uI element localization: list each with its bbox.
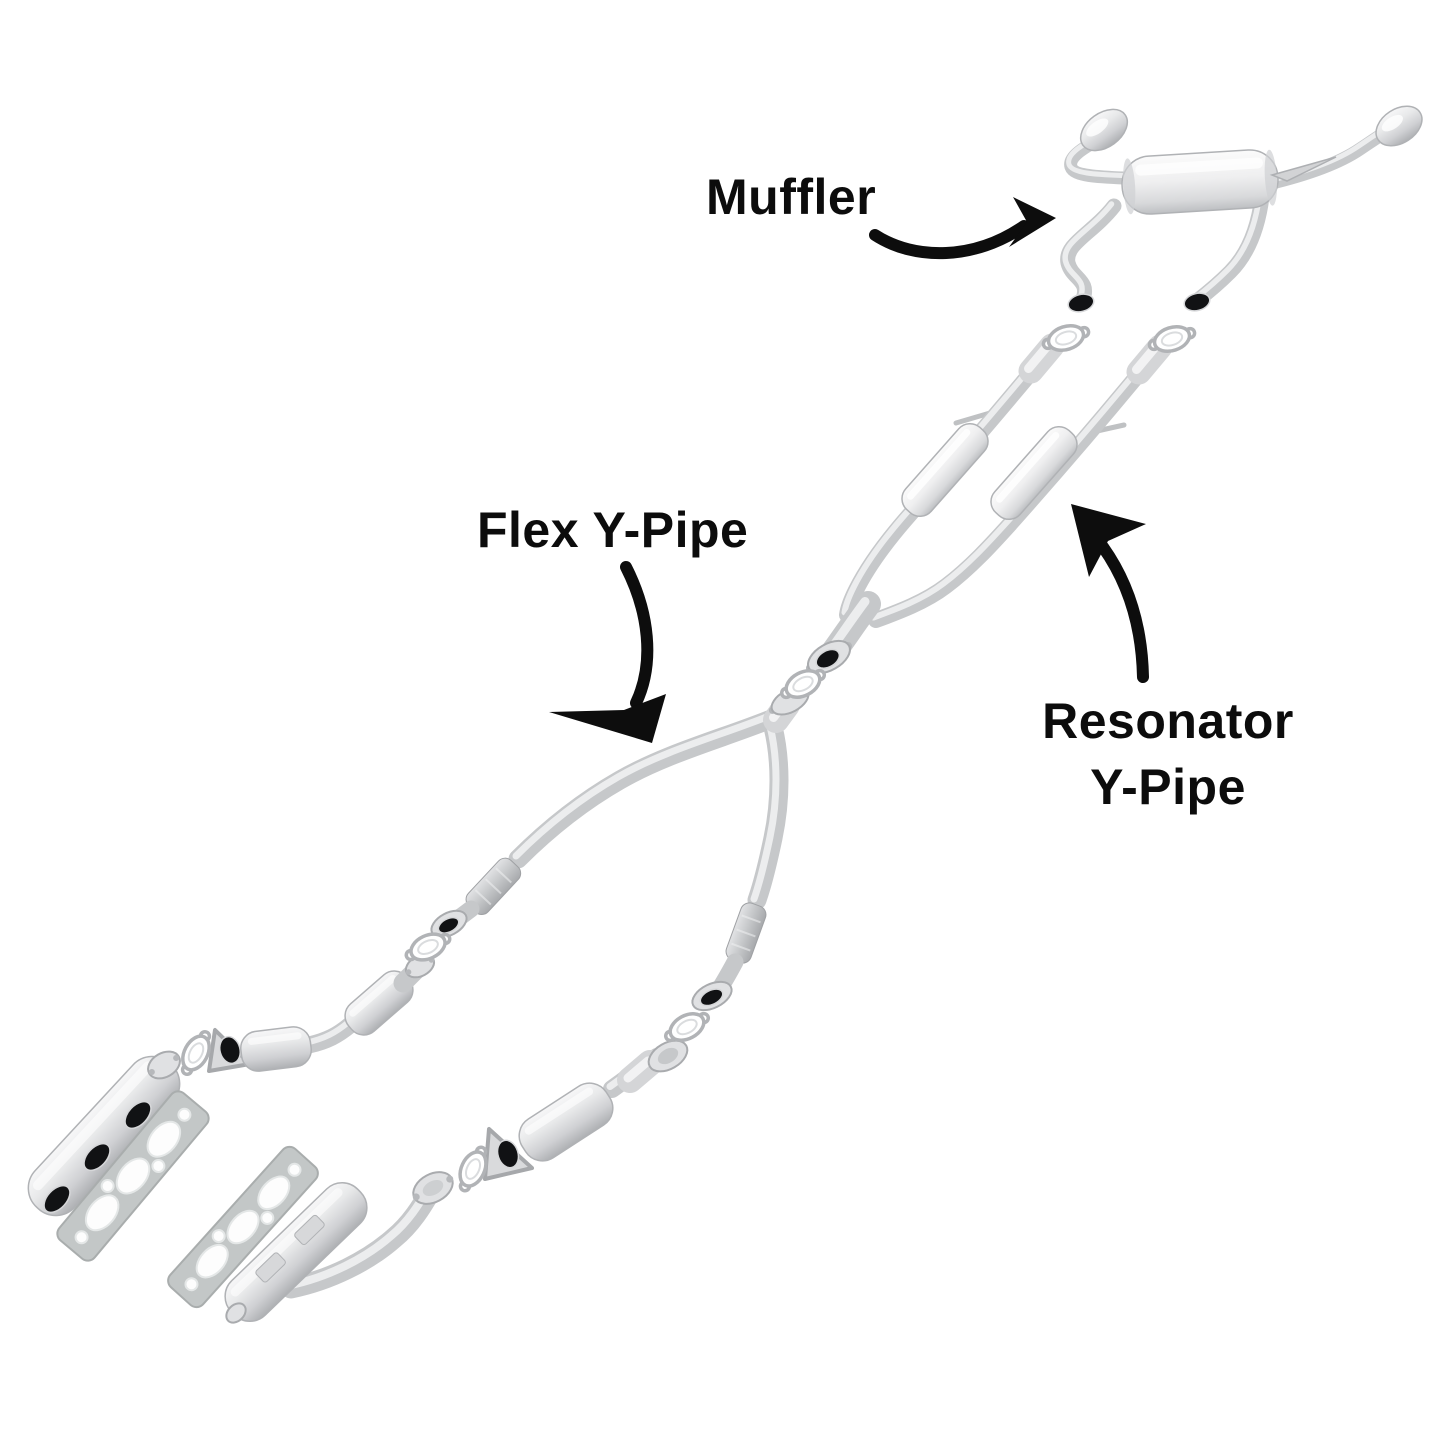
exhaust-manifold-right <box>224 1171 454 1324</box>
muffler-arrow <box>869 197 1056 260</box>
muffler-inlet-opening <box>1183 292 1211 312</box>
exhaust-tip-left <box>1079 108 1129 152</box>
exhaust-tip-right <box>1375 105 1423 147</box>
manifold-outlet-flange <box>147 1050 181 1080</box>
resonator-outlet-flange <box>805 639 853 675</box>
flex-outlet-flange <box>691 980 733 1012</box>
flex-y-pipe <box>430 686 812 1012</box>
manifold-port <box>43 1100 152 1214</box>
label-resonator-line1: Resonator <box>1042 693 1294 749</box>
manifold-gasket-strip-right <box>167 1145 319 1309</box>
label-flex-y-pipe: Flex Y-Pipe <box>477 502 749 558</box>
exhaust-manifold-left <box>27 1050 181 1217</box>
flange-gasket <box>659 1004 715 1050</box>
label-resonator-line2: Y-Pipe <box>1090 759 1246 815</box>
resonator-right <box>990 425 1078 521</box>
label-resonator-y-pipe: Resonator Y-Pipe <box>1042 688 1294 820</box>
manifold-gasket-strip-left <box>56 1090 210 1262</box>
label-muffler: Muffler <box>706 169 877 225</box>
manifold-downpipe-flange <box>412 1171 454 1205</box>
catalytic-converter-right <box>483 1039 689 1181</box>
muffler-inlet-opening <box>1067 293 1095 313</box>
catalytic-converter-left <box>207 953 436 1073</box>
resonator-y-pipe <box>805 344 1160 675</box>
muffler-body <box>1121 149 1279 215</box>
muffler-assembly <box>1065 105 1423 313</box>
resonator-y-pipe-arrow <box>1071 504 1149 683</box>
muffler-bracket <box>1269 156 1337 182</box>
flex-outlet-flange <box>430 909 468 939</box>
flex-braid-section <box>725 902 767 964</box>
resonator-left <box>901 422 989 518</box>
flex-y-pipe-arrow <box>549 561 666 743</box>
